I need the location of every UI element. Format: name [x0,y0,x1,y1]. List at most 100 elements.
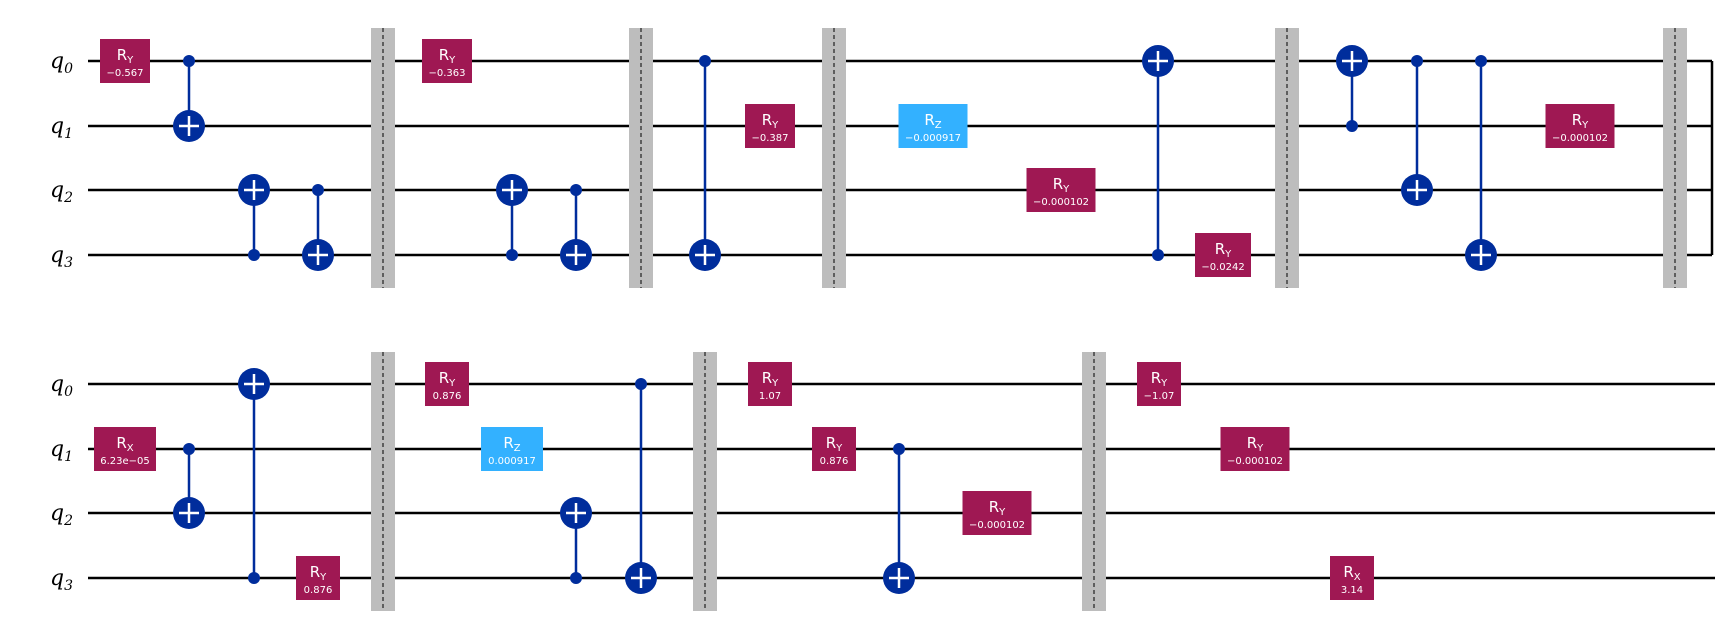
barrier [371,352,395,611]
gate-box [100,39,150,83]
control-dot [1475,55,1487,67]
gate-parameter: −0.000102 [1552,133,1608,144]
gate-parameter: 1.07 [759,391,781,402]
gate-parameter: 6.23e−05 [100,456,150,467]
rx-gate: RX6.23e−05 [94,427,156,471]
gate-name: RY [1215,240,1232,260]
control-dot [570,184,582,196]
control-dot [1411,55,1423,67]
gate-name: RZ [924,111,941,131]
cnot-gate [173,55,205,142]
cnot-gate [238,368,270,584]
gate-parameter: −0.000102 [969,520,1025,531]
gate-name: RY [439,46,456,66]
gate-box [422,39,472,83]
gate-parameter: −0.363 [428,68,465,79]
gate-name: RY [826,434,843,454]
gate-parameter: −0.000102 [1033,197,1089,208]
qubit-label-q3: q3 [50,566,73,594]
gate-name: RZ [503,434,520,454]
cnot-gate [173,443,205,529]
gate-box [745,104,795,148]
gate-name: RY [1572,111,1589,131]
ry-gate: RY −0.000102 [1545,104,1615,148]
gate-name: RY [989,498,1006,518]
gate-name: RY [1053,175,1070,195]
control-dot [1152,249,1164,261]
gate-box [748,362,792,406]
cnot-gate [560,184,592,271]
gate-name: RX [1343,563,1360,583]
gate-box [812,427,856,471]
gate-parameter: 3.14 [1341,585,1363,596]
control-dot [248,572,260,584]
cnot-gate [496,174,528,261]
control-dot [506,249,518,261]
gate-box [1137,362,1181,406]
gate-box [425,362,469,406]
control-dot [570,572,582,584]
gate-name: RY [762,369,779,389]
control-dot [893,443,905,455]
cnot-gate [883,443,915,594]
ry-gate: RY0.876 [425,362,469,406]
gate-box [898,104,968,148]
gate-parameter: −0.000917 [905,133,961,144]
gate-parameter: −1.07 [1144,391,1175,402]
control-dot [699,55,711,67]
gate-parameter: −0.567 [106,68,143,79]
ry-gate: RY −0.000102 [1220,427,1290,471]
rz-gate: RZ 0.000917 [481,427,543,471]
rz-gate: RZ −0.000917 [898,104,968,148]
ry-gate: RY −0.363 [422,39,472,83]
gate-box [1330,556,1374,600]
gate-parameter: 0.876 [820,456,849,467]
gate-parameter: 0.000917 [488,456,536,467]
gate-name: RY [310,563,327,583]
ry-gate: RY0.876 [296,556,340,600]
gate-parameter: −0.387 [751,133,788,144]
cnot-gate [1401,55,1433,206]
gate-parameter: −0.000102 [1227,456,1283,467]
qubit-label-q3: q3 [50,243,73,271]
ry-gate: RY −0.000102 [962,491,1032,535]
cnot-gate [1336,45,1368,132]
gate-box [296,556,340,600]
control-dot [635,378,647,390]
gate-parameter: 0.876 [433,391,462,402]
control-dot [1346,120,1358,132]
qubit-label-q0: q0 [50,49,73,77]
ry-gate: RY 0.876 [812,427,856,471]
gate-name: RY [1151,369,1168,389]
ry-gate: RY 1.07 [748,362,792,406]
qubit-label-q1: q1 [50,114,73,142]
ry-gate: RY −1.07 [1137,362,1181,406]
ry-gate: RY −0.387 [745,104,795,148]
gate-name: RY [1247,434,1264,454]
ry-gate: RY −0.000102 [1026,168,1096,212]
barrier [1082,352,1106,611]
barrier [693,352,717,611]
gate-box [1220,427,1290,471]
qubit-label-q2: q2 [50,501,73,529]
qubit-label-q2: q2 [50,178,73,206]
gate-name: RY [762,111,779,131]
control-dot [183,55,195,67]
cnot-gate [560,497,592,584]
cnot-gate [238,174,270,261]
barrier [371,28,395,288]
gate-name: RY [117,46,134,66]
cnot-gate [1465,55,1497,271]
barrier [1663,28,1687,288]
control-dot [312,184,324,196]
gate-box [94,427,156,471]
cnot-gate [1142,45,1174,261]
barrier [629,28,653,288]
ry-gate: RY −0.567 [100,39,150,83]
qubit-label-q0: q0 [50,372,73,400]
ry-gate: RY−0.0242 [1195,233,1251,277]
barrier [1275,28,1299,288]
circuit-row-2: q0q1q2q3RX6.23e−05RY0.876RY0.876RZ0.0009… [50,352,1715,611]
cnot-gate [689,55,721,271]
